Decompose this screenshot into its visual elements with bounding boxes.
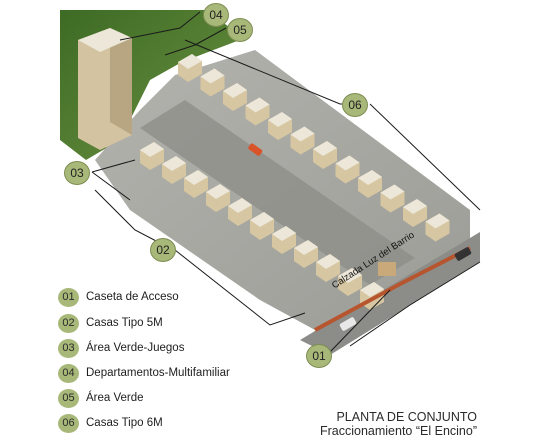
legend-item-05: 05 Área Verde: [58, 388, 144, 408]
legend-item-06: 06 Casas Tipo 6M: [58, 413, 163, 433]
legend-badge: 05: [58, 388, 79, 408]
house-roof: [403, 199, 427, 214]
perimeter-wall: [314, 246, 471, 332]
houses-6m-row: [178, 54, 450, 242]
house-roof: [380, 184, 405, 200]
legend-badge: 02: [58, 313, 79, 333]
legend-label: Casas Tipo 5M: [86, 317, 163, 329]
central-road: [140, 100, 415, 285]
map-badge-02: 02: [150, 238, 176, 262]
legend-badge: 06: [58, 413, 79, 433]
apartment-tower: [78, 28, 132, 150]
legend-label: Departamentos-Multifamiliar: [86, 367, 230, 379]
house-roof: [335, 155, 360, 171]
legend-label: Área Verde: [86, 392, 144, 404]
house-roof: [358, 170, 382, 185]
plan-subtitle: Fraccionamiento “El Encino”: [319, 424, 477, 438]
map-badge-05: 05: [227, 18, 253, 42]
house-roof: [206, 184, 230, 199]
house-roof: [425, 213, 450, 229]
house-roof: [140, 142, 164, 157]
plan-title: PLANTA DE CONJUNTO: [336, 410, 477, 424]
car: [248, 143, 263, 156]
house-roof: [316, 254, 340, 269]
car: [454, 247, 472, 261]
house-roof: [200, 68, 225, 84]
legend-badge: 04: [58, 363, 79, 383]
house-roof: [250, 212, 274, 227]
house-roof: [313, 141, 337, 156]
legend-item-03: 03 Área Verde-Juegos: [58, 338, 184, 358]
house-roof: [268, 112, 292, 127]
car: [339, 317, 357, 331]
legend-label: Caseta de Acceso: [86, 291, 179, 303]
legend-item-01: 01 Caseta de Acceso: [58, 287, 179, 307]
house-roof: [294, 240, 318, 255]
map-badge-06: 06: [342, 93, 368, 117]
legend-badge: 03: [58, 338, 79, 358]
map-badge-01: 01: [306, 344, 332, 368]
map-badge-04: 04: [203, 3, 229, 27]
house-roof: [228, 198, 252, 213]
house-roof: [178, 54, 202, 69]
house-roof: [272, 226, 296, 241]
legend-item-04: 04 Departamentos-Multifamiliar: [58, 363, 230, 383]
house-roof: [338, 268, 362, 283]
legend-item-02: 02 Casas Tipo 5M: [58, 313, 163, 333]
house-roof: [245, 97, 270, 113]
access-gate: [378, 262, 396, 276]
legend-label: Casas Tipo 6M: [86, 417, 163, 429]
house-roof: [290, 126, 315, 142]
house-roof: [223, 83, 247, 98]
house-roof: [184, 170, 208, 185]
house-roof: [162, 156, 186, 171]
house-roof: [360, 282, 384, 297]
title-block: PLANTA DE CONJUNTO Fraccionamiento “El E…: [320, 410, 477, 438]
legend-badge: 01: [58, 287, 79, 307]
legend-label: Área Verde-Juegos: [86, 342, 185, 354]
map-badge-03: 03: [64, 161, 90, 185]
